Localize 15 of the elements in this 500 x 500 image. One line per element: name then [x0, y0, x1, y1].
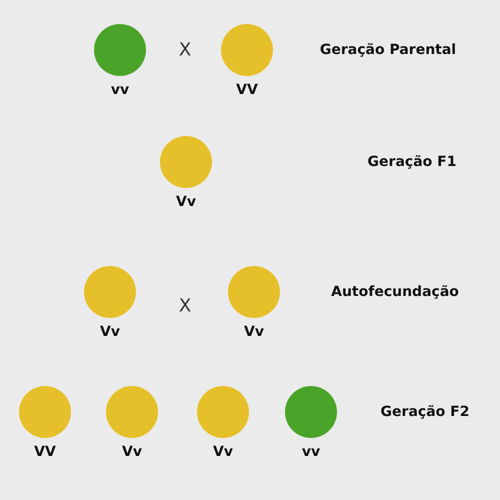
genotype-label: VV: [235, 82, 259, 98]
generation-label: Geração F2: [380, 404, 470, 420]
genotype-label: VV: [33, 444, 57, 460]
genotype-label: Vv: [175, 194, 197, 210]
generation-label: Geração Parental: [320, 42, 456, 58]
genotype-label: vv: [110, 82, 130, 98]
generation-label: Autofecundação: [331, 284, 459, 300]
genotype-label: Vv: [243, 324, 265, 340]
genotype-label: Vv: [212, 444, 234, 460]
generation-label: Geração F1: [368, 154, 456, 170]
genotype-label: Vv: [121, 444, 143, 460]
genotype-label: Vv: [99, 324, 121, 340]
cross-symbol: X: [178, 296, 192, 316]
cross-symbol: X: [178, 40, 192, 60]
genotype-label: vv: [300, 444, 322, 460]
